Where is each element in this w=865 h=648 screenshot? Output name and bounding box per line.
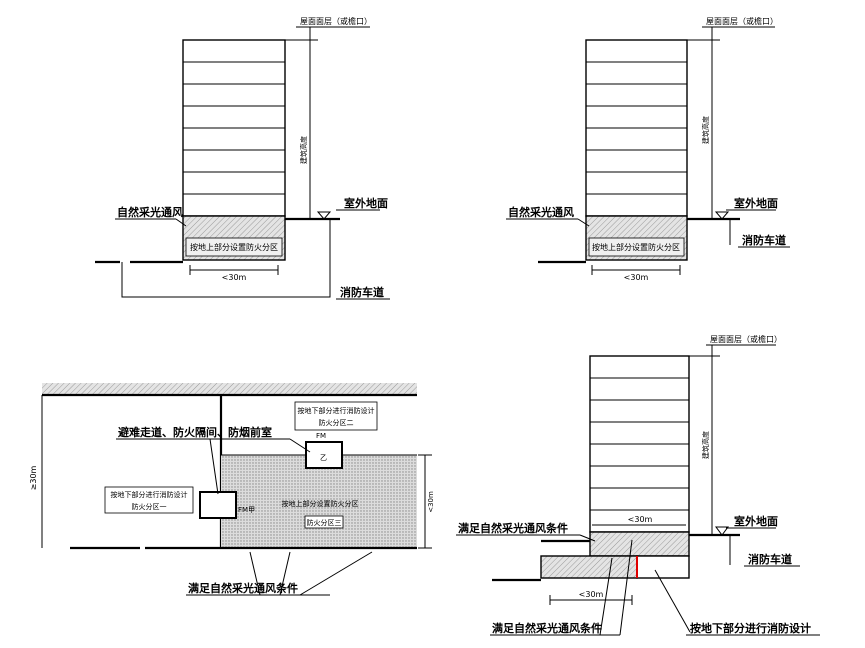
upper-fire-zone-label: 按地上部分设置防火分区	[282, 499, 359, 508]
panel-top-right: 按地上部分设置防火分区 建筑高度 屋面面层（或檐口） 室外地面 自然采光通风 <…	[506, 16, 790, 282]
fm-jia-label: FM甲	[238, 506, 255, 514]
basement-extension	[540, 555, 638, 579]
fire-lane-label: 消防车道	[340, 285, 384, 299]
building-stack	[585, 39, 688, 217]
zone-two-label: 防火分区二	[319, 418, 354, 427]
building-stack	[182, 39, 286, 217]
dist-30-label: <30m	[624, 273, 649, 282]
fire-lane-label: 消防车道	[742, 233, 786, 247]
svg-text:乙: 乙	[320, 454, 327, 462]
dist-30-label: <30m	[222, 273, 247, 282]
dist-30-label: <30m	[579, 590, 604, 599]
outdoor-ground-label: 室外地面	[734, 514, 778, 528]
zone-three-label: 防火分区三	[307, 518, 342, 527]
fm-label: FM	[316, 432, 326, 440]
upper-fire-zone-label: 按地上部分设置防火分区	[592, 242, 680, 252]
upper-fire-zone-label: 按地上部分设置防火分区	[190, 242, 278, 252]
panel-bottom-right: 建筑高度 屋面面层（或檐口） 室外地面 消防车道 <30m <30m 满足自然采…	[456, 334, 820, 636]
building-stack	[589, 355, 690, 533]
meet-natural-label: 满足自然采光通风条件	[458, 521, 568, 535]
lower-design-label: 按地下部分进行消防设计	[111, 490, 188, 499]
roof-level-label: 屋面面层（或檐口）	[710, 334, 782, 344]
meet-natural-label: 满足自然采光通风条件	[492, 621, 602, 635]
zone-one-label: 防火分区一	[132, 502, 167, 511]
panel-top-left: 按地上部分设置防火分区 建筑高度 屋面面层（或檐口） 室外地面 自然采光通风 <…	[95, 16, 390, 300]
roof-level-label: 屋面面层（或檐口）	[706, 16, 778, 26]
roof-level-label: 屋面面层（或檐口）	[300, 16, 372, 26]
dist-30-label: <30m	[427, 491, 435, 513]
panel-bottom-left-plan: ≥30m <30m FM 乙 按地下部分进行消防设计 防火分区二 FM甲 按地下…	[29, 383, 435, 596]
building-height-label: 建筑高度	[299, 136, 308, 164]
building-height-label: 建筑高度	[701, 431, 710, 459]
outdoor-ground-label: 室外地面	[344, 196, 388, 210]
semi-basement	[589, 531, 690, 557]
lower-design-label: 按地下部分进行消防设计	[298, 406, 375, 415]
outdoor-ground-label: 室外地面	[734, 196, 778, 210]
dist-ge30-label: ≥30m	[29, 465, 38, 490]
fire-zone-three	[221, 455, 417, 548]
fire-lane-label: 消防车道	[748, 552, 792, 566]
building-height-label: 建筑高度	[701, 116, 710, 144]
evac-passage-label: 避难走道、防火隔间、防烟前室	[118, 425, 272, 439]
meet-natural-label: 满足自然采光通风条件	[188, 581, 298, 595]
natural-light-label: 自然采光通风	[117, 205, 183, 219]
dist-30-label: <30m	[628, 515, 653, 524]
lower-design-single-label: 按地下部分进行消防设计	[690, 621, 811, 635]
natural-light-label: 自然采光通风	[508, 205, 574, 219]
